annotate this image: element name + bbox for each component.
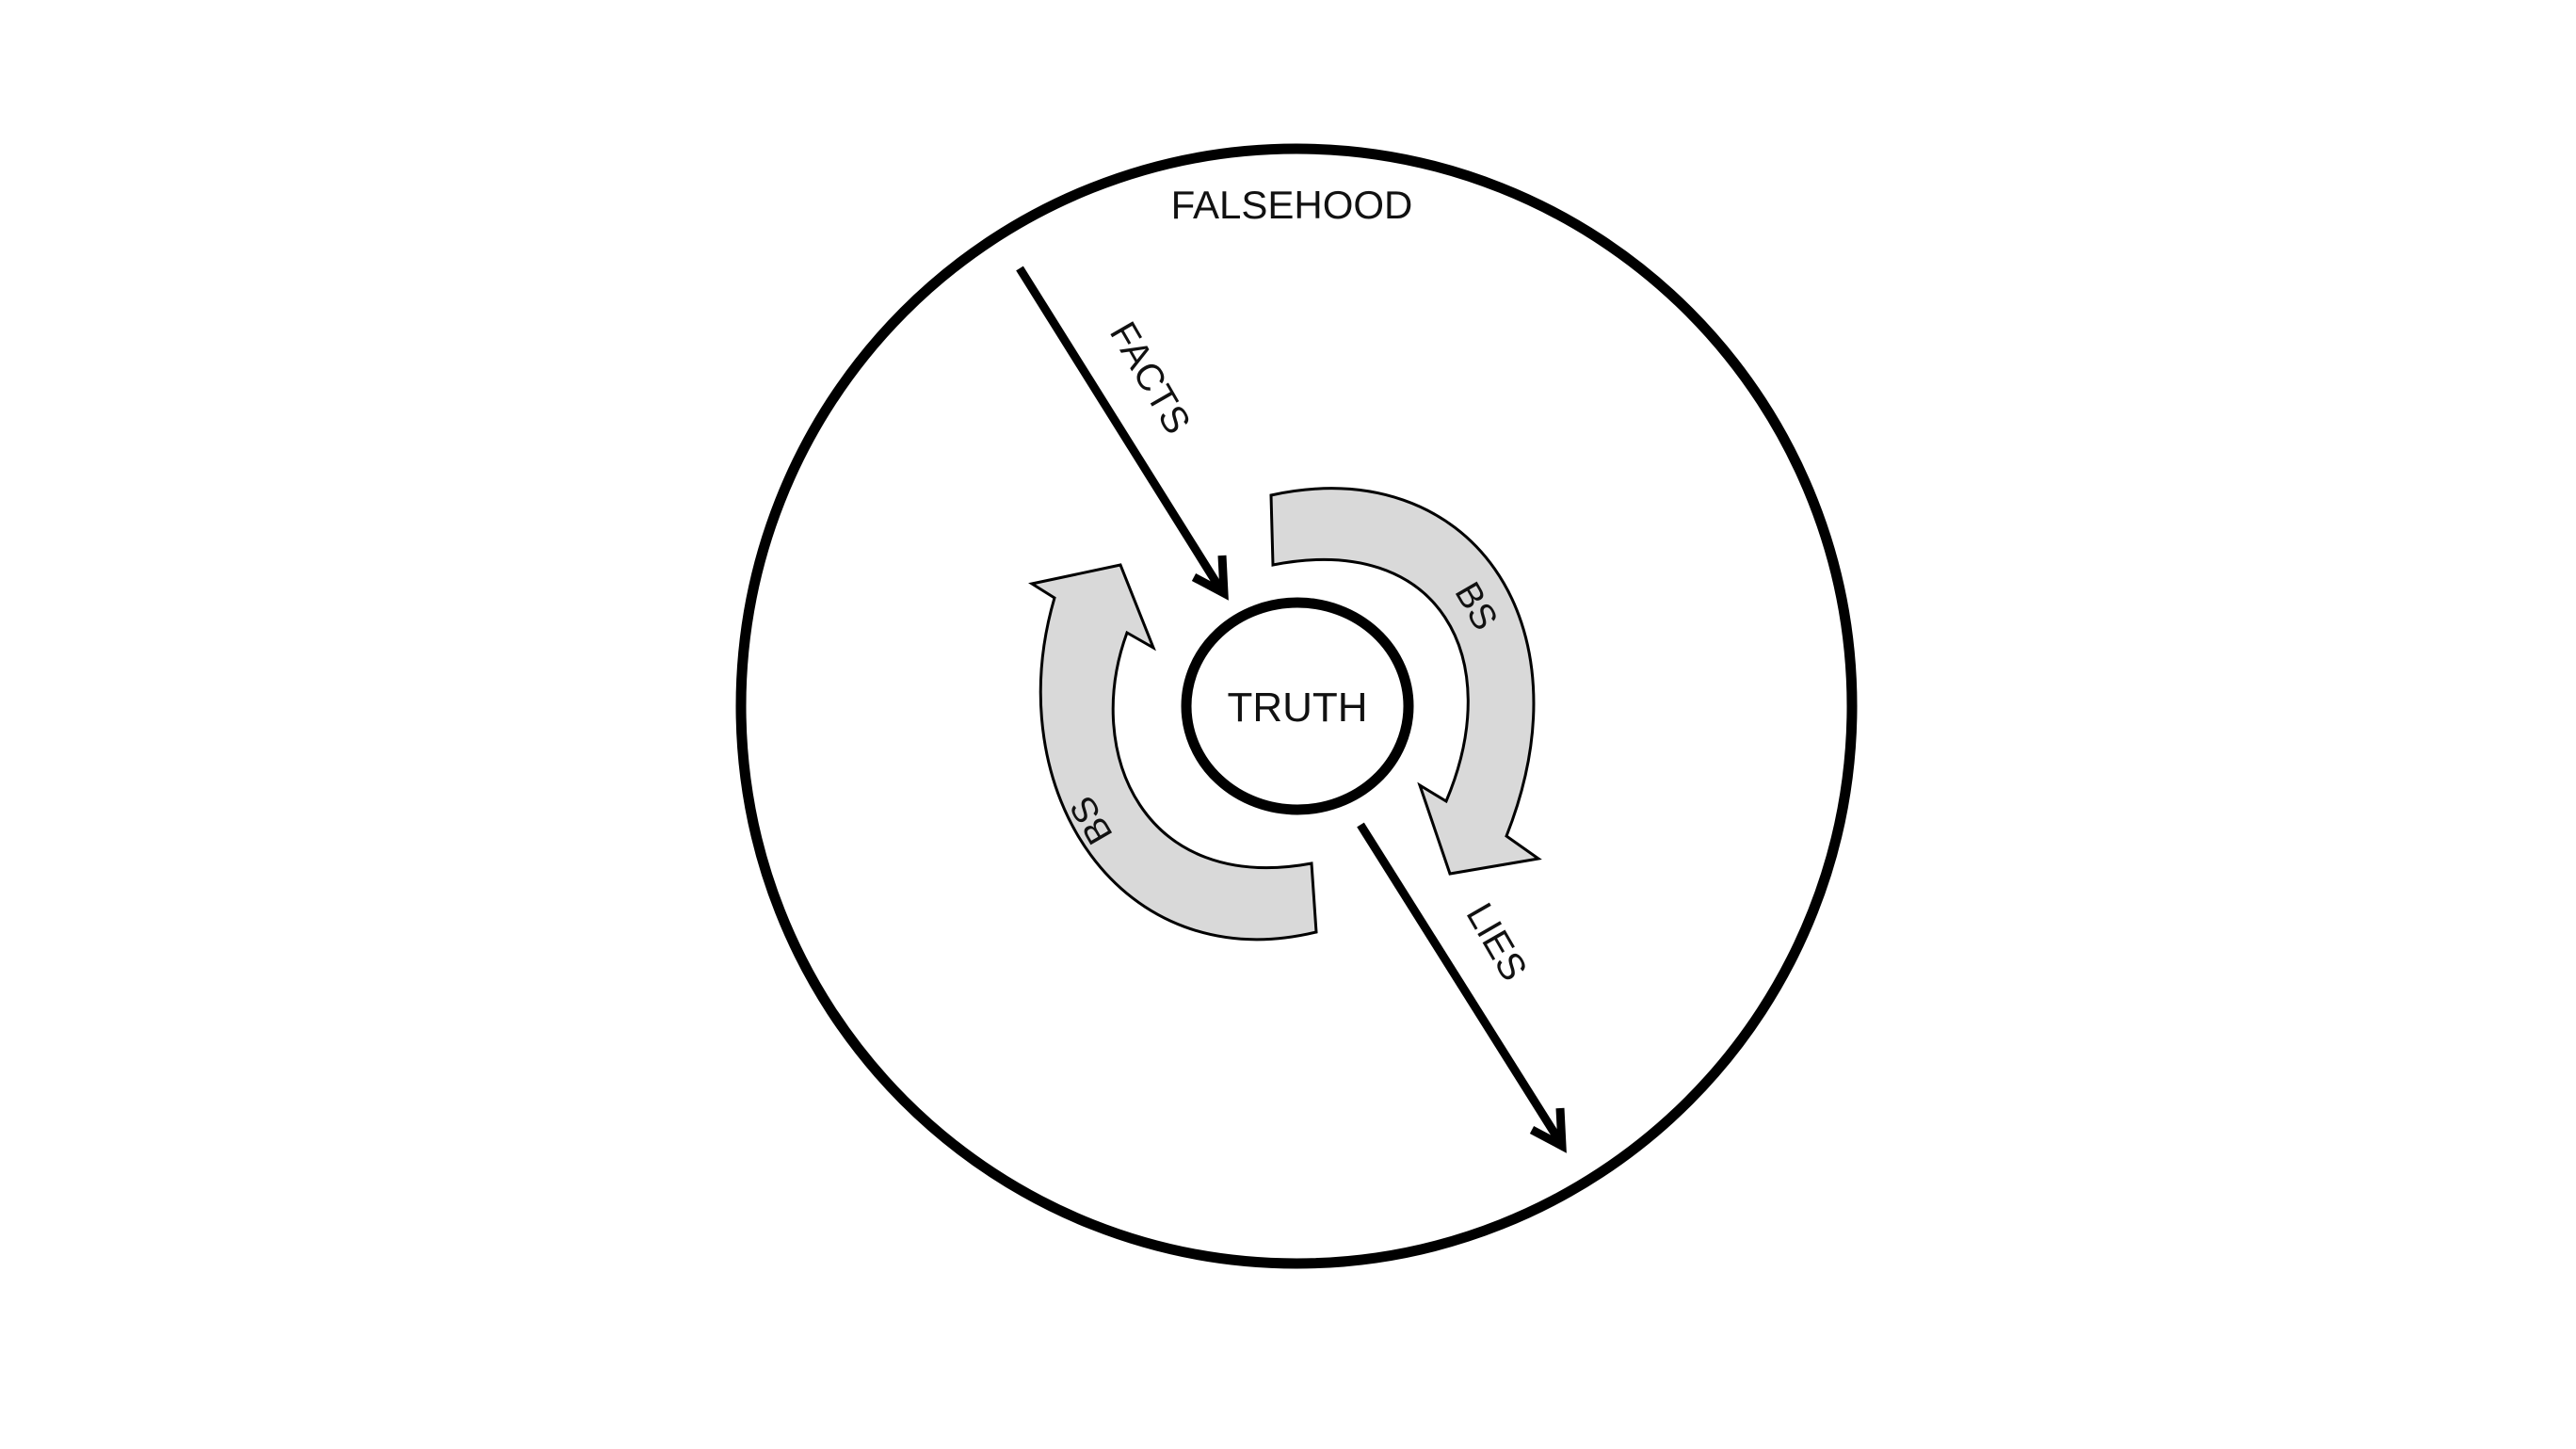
bs-arrow-left (1028, 563, 1318, 942)
falsehood-circle (735, 143, 1858, 1269)
bs-arrow-right (1269, 487, 1542, 876)
truth-label: TRUTH (1227, 684, 1367, 731)
lies-arrow (1357, 822, 1567, 1153)
facts-arrow (1016, 266, 1229, 601)
truth-circle (1181, 597, 1414, 815)
lies-label: LIES (1458, 896, 1535, 988)
falsehood-label: FALSEHOOD (1171, 183, 1413, 227)
